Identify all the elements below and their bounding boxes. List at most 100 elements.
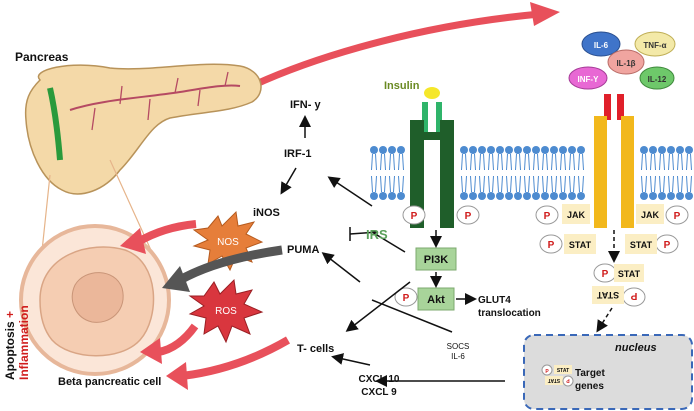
- phospho-letters: P P P P P P P P P P P: [403, 211, 681, 383]
- lipid-tail: [515, 153, 521, 171]
- pi3k-box: [415, 247, 457, 271]
- stat-box-left: [564, 234, 596, 254]
- lipid-tail: [488, 175, 494, 193]
- lipid-head: [649, 146, 657, 154]
- lipid-head: [685, 146, 693, 154]
- tcells-label: T- cells: [297, 343, 334, 355]
- inflammation-label: Inflammation: [17, 305, 31, 380]
- red-arrow-nos: [135, 220, 197, 246]
- gray-arrow-puma: [177, 245, 283, 284]
- lipid-head: [532, 146, 540, 154]
- lipid-tail: [560, 153, 566, 171]
- svg-text:P: P: [566, 377, 570, 383]
- lipid-tail: [389, 153, 395, 171]
- lipid-tail: [470, 153, 476, 171]
- pancreas-organ: [24, 63, 262, 271]
- beta-cell: [19, 224, 171, 376]
- lipid-head: [640, 146, 648, 154]
- lipid-head: [370, 146, 378, 154]
- svg-text:P: P: [602, 269, 609, 280]
- lipid-head: [478, 146, 486, 154]
- svg-text:P: P: [630, 290, 637, 301]
- stat-left-label: STAT: [569, 240, 592, 250]
- ros-burst: [188, 278, 264, 344]
- lipid-head: [568, 192, 576, 200]
- akt-box: [417, 287, 455, 311]
- red-arrow-ros: [157, 323, 199, 356]
- red-arrow-tcells-head: [166, 362, 188, 390]
- target-label: Target: [575, 368, 605, 379]
- lipid-tail: [380, 153, 386, 171]
- cytokine-label-il6: IL-6: [594, 41, 609, 50]
- lipid-tail: [461, 175, 467, 193]
- lipid-head: [487, 146, 495, 154]
- lipid-head: [676, 192, 684, 200]
- cell-membrane: [370, 146, 693, 200]
- lipid-tail: [551, 153, 557, 171]
- lipid-head: [667, 146, 675, 154]
- lipid-tail: [650, 175, 656, 193]
- lipid-tail: [641, 153, 647, 171]
- lipid-head: [559, 192, 567, 200]
- lipid-tail: [380, 175, 386, 193]
- lipid-head: [460, 146, 468, 154]
- lipid-tail: [641, 175, 647, 193]
- lipid-tail: [650, 153, 656, 171]
- ifn-y-label: IFN- y: [290, 99, 321, 111]
- lipid-head: [487, 192, 495, 200]
- lipid-head: [541, 146, 549, 154]
- top-red-arrowhead: [530, 2, 560, 26]
- lipid-tail: [578, 175, 584, 193]
- lipid-head: [478, 192, 486, 200]
- lipid-tail: [389, 175, 395, 193]
- insulin-receptor: [410, 87, 454, 228]
- lipid-tail: [542, 175, 548, 193]
- lipid-tail: [659, 153, 665, 171]
- lipid-tail: [551, 175, 557, 193]
- nucleus-stat-dimer: [541, 364, 574, 387]
- lipid-tail: [659, 175, 665, 193]
- irf1-label: IRF-1: [284, 148, 312, 160]
- pancreas-label: Pancreas: [15, 50, 69, 64]
- svg-text:P: P: [465, 211, 472, 222]
- red-arrow-nos-head: [120, 228, 146, 254]
- lipid-tail: [497, 153, 503, 171]
- lipid-tail: [677, 175, 683, 193]
- stat-dimer-top-label: STAT: [618, 269, 641, 279]
- stat-dimer-bottom-label: STAT: [596, 290, 619, 300]
- nucleus-stat-bottom-label: STAT: [548, 377, 560, 383]
- lipid-head: [388, 192, 396, 200]
- cxcl9-label: CXCL 9: [361, 387, 397, 398]
- lipid-head: [379, 146, 387, 154]
- lipid-head: [460, 192, 468, 200]
- akt-label: Akt: [427, 294, 445, 306]
- lipid-tail: [497, 175, 503, 193]
- lipid-head: [658, 146, 666, 154]
- lipid-head: [523, 192, 531, 200]
- plus-label: +: [3, 311, 17, 318]
- lipid-head: [559, 146, 567, 154]
- lipid-tail: [569, 153, 575, 171]
- svg-text:P: P: [548, 240, 555, 251]
- lipid-tail: [506, 153, 512, 171]
- lipid-head: [496, 192, 504, 200]
- nucleus-stat-top-label: STAT: [557, 368, 569, 374]
- svg-text:P: P: [544, 211, 551, 222]
- lipid-head: [685, 192, 693, 200]
- lipid-head: [532, 192, 540, 200]
- lipid-head: [577, 192, 585, 200]
- lipid-tail: [686, 153, 692, 171]
- lipid-head: [550, 146, 558, 154]
- nos-label: NOS: [217, 237, 239, 248]
- translocation-label: translocation: [478, 308, 541, 319]
- red-arrow-ros-head: [140, 338, 162, 364]
- stat-box-right: [625, 234, 657, 254]
- pi3k-label: PI3K: [424, 254, 449, 266]
- cytokine-label-infy: INF-Y: [578, 75, 600, 84]
- lipid-tail: [515, 175, 521, 193]
- nucleus-label: nucleus: [615, 342, 657, 354]
- cytokine-receptor: [594, 94, 634, 228]
- puma-label: PUMA: [287, 244, 319, 256]
- svg-text:P: P: [674, 211, 681, 222]
